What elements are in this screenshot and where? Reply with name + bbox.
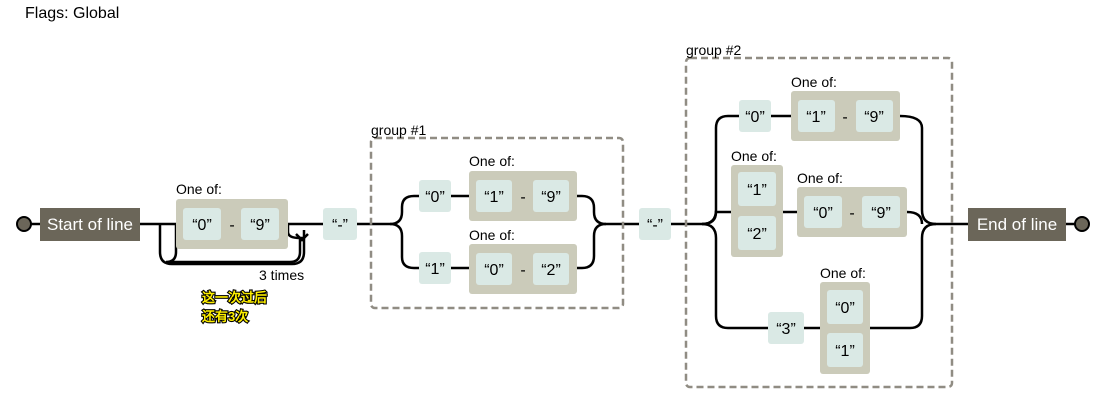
group-2-label: group #2 xyxy=(686,42,741,58)
literal-1: “1” xyxy=(425,261,445,278)
range-dash: - xyxy=(842,109,847,126)
literal-0-group1: “0” xyxy=(419,180,451,212)
range-dash: - xyxy=(520,189,525,206)
group-1-box xyxy=(369,136,625,310)
annotation-line-2: 还有3次 xyxy=(201,309,248,324)
literal-1: “1” xyxy=(747,182,767,199)
group-1-label: group #1 xyxy=(371,122,426,138)
literal-hyphen-1: “-” xyxy=(323,208,357,240)
end-dot-icon xyxy=(1074,216,1090,232)
literal-hyphen: “-” xyxy=(332,217,348,234)
charset-label: One of: xyxy=(731,148,777,164)
charset-0-1: “0” “1” xyxy=(820,282,870,374)
literal-1: “1” xyxy=(806,109,826,126)
literal-0: “0” xyxy=(835,300,855,317)
start-anchor-label: Start of line xyxy=(47,215,133,234)
charset-1-9-group2: “1” - “9” xyxy=(791,91,900,141)
end-anchor: End of line xyxy=(968,208,1066,241)
charset-label: One of: xyxy=(791,74,837,90)
charset-label: One of: xyxy=(820,265,866,281)
literal-hyphen-2: “-” xyxy=(639,208,671,240)
end-anchor-label: End of line xyxy=(977,215,1057,234)
charset-1-2: “1” “2” xyxy=(731,165,783,257)
literal-hyphen: “-” xyxy=(647,217,663,234)
charset-0-2: “0” - “2” xyxy=(469,244,577,294)
charset-0-9-repeat: “0” - “9” xyxy=(176,199,288,249)
literal-9: “9” xyxy=(871,205,891,222)
literal-0: “0” xyxy=(484,262,504,279)
charset-label: One of: xyxy=(469,153,515,169)
annotation-line-1: 这一次过后 xyxy=(202,290,267,305)
literal-2: “2” xyxy=(541,262,561,279)
literal-0: “0” xyxy=(745,109,765,126)
charset-label: One of: xyxy=(176,181,222,197)
loop-arrow-icon xyxy=(295,233,309,242)
flags-title: Flags: Global xyxy=(25,5,120,22)
literal-3-text: “3” xyxy=(776,321,796,338)
literal-0: “0” xyxy=(192,217,212,234)
literal-9: “9” xyxy=(250,217,270,234)
literal-1-group1: “1” xyxy=(419,252,451,284)
connector-lines xyxy=(24,114,1082,330)
literal-2: “2” xyxy=(747,226,767,243)
group-2-box xyxy=(684,56,954,389)
range-dash: - xyxy=(849,205,854,222)
literal-0-group2: “0” xyxy=(739,100,771,132)
literal-9: “9” xyxy=(541,189,561,206)
literal-0: “0” xyxy=(813,205,833,222)
charset-label: One of: xyxy=(469,227,515,243)
range-dash: - xyxy=(520,262,525,279)
literal-9: “9” xyxy=(864,109,884,126)
repeat-label: 3 times xyxy=(259,267,304,283)
range-dash: - xyxy=(229,217,234,234)
start-dot-icon xyxy=(16,216,32,232)
charset-1-9: “1” - “9” xyxy=(469,171,577,221)
charset-label: One of: xyxy=(797,170,843,186)
literal-1: “1” xyxy=(835,343,855,360)
literal-1: “1” xyxy=(484,189,504,206)
charset-0-9-group2: “0” - “9” xyxy=(797,187,907,237)
literal-0: “0” xyxy=(425,189,445,206)
start-anchor: Start of line xyxy=(40,208,140,241)
literal-3: “3” xyxy=(768,312,804,344)
